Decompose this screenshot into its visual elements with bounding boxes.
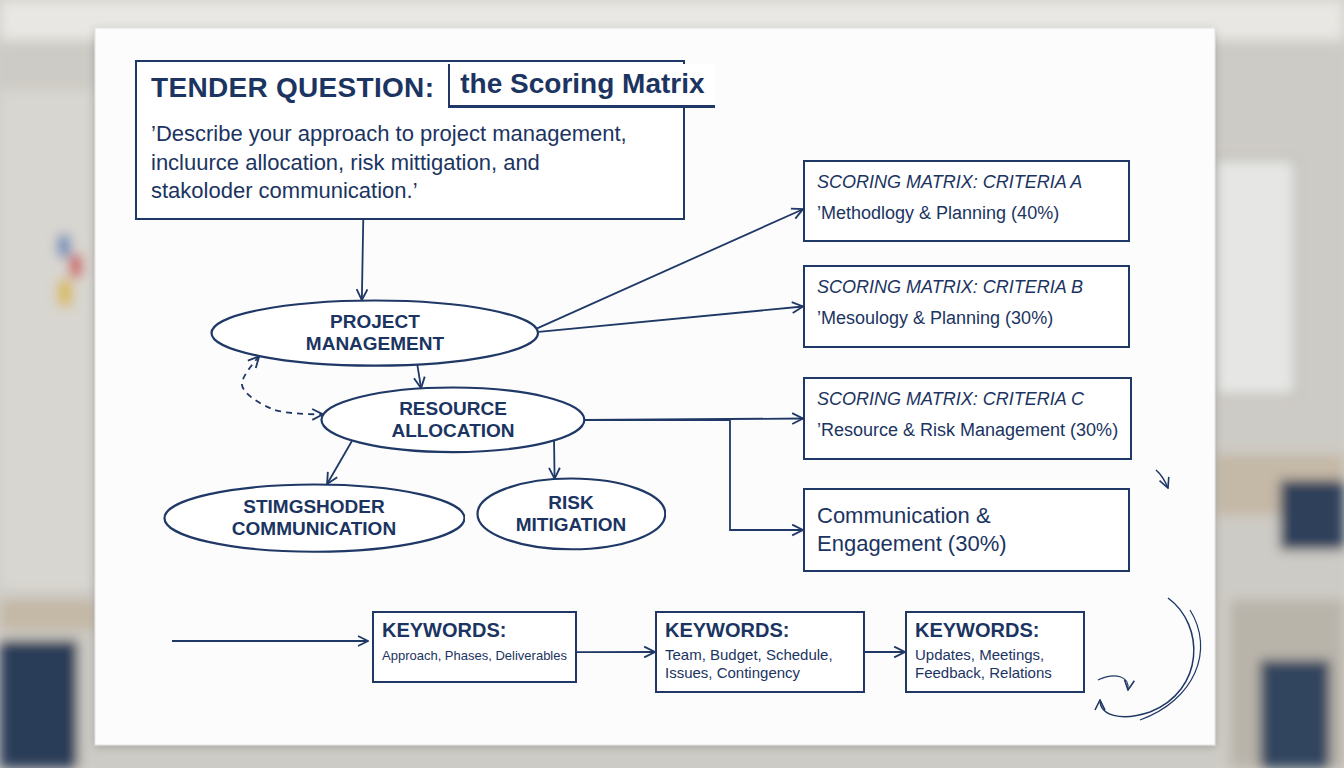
criteria-box: Communication & Engagement (30%) (803, 488, 1130, 572)
process-label: RESOURCE ALLOCATION (373, 398, 533, 442)
ellipse-outline (322, 388, 585, 453)
keywords-heading: KEYWORDS: (665, 619, 855, 642)
poster (58, 235, 70, 257)
criteria-text: ’Mesoulogy & Planning (30%) (817, 308, 1116, 329)
whiteboard (95, 28, 1215, 745)
keywords-text: Approach, Phases, Deliverables (382, 648, 567, 664)
keywords-box: KEYWORDS: Team, Budget, Schedule, Issues,… (655, 611, 865, 693)
desk (0, 600, 95, 630)
keywords-heading: KEYWORDS: (915, 619, 1075, 642)
connector-arrow (362, 220, 363, 300)
connector-arrow (553, 441, 555, 479)
floor (1230, 600, 1344, 768)
ellipse-outline (477, 479, 665, 550)
chair (1280, 480, 1344, 550)
scribble-arrow (1156, 470, 1168, 488)
process-label: RISK MITIGATION (508, 492, 633, 536)
criteria-box: SCORING MATRIX: CRITERIA A ’Methodlogy & … (803, 160, 1130, 242)
connector-arrow (417, 365, 421, 388)
criteria-text: ’Methodlogy & Planning (40%) (817, 203, 1116, 224)
question-heading: TENDER QUESTION: (151, 72, 434, 104)
dashed-connector (242, 356, 323, 414)
criteria-heading: SCORING MATRIX: CRITERIA A (817, 172, 1116, 193)
connector-arrow (865, 651, 905, 653)
criteria-heading: SCORING MATRIX: CRITERIA C (817, 389, 1118, 410)
chair (0, 640, 78, 768)
keywords-text: Team, Budget, Schedule, Issues, Continge… (665, 646, 855, 682)
poster (70, 255, 82, 277)
process-ellipse: STIMGSHODER COMMUNICATION (163, 483, 466, 553)
poster (58, 280, 72, 306)
connector-arrow (539, 307, 803, 332)
scribble-arrow (1100, 598, 1194, 717)
question-text: ’Describe your approach to project manag… (151, 120, 641, 206)
process-ellipse: RISK MITIGATION (476, 477, 667, 551)
scribble-arrow (1098, 676, 1128, 690)
criteria-box: SCORING MATRIX: CRITERIA C ’Resource & Ri… (803, 377, 1132, 460)
keywords-heading: KEYWORDS: (382, 619, 567, 642)
connector-arrow (577, 651, 655, 653)
connector-arrow (327, 441, 352, 484)
scribble-line (1140, 610, 1201, 720)
lead-in-arrow (172, 640, 368, 642)
side-board (1215, 160, 1295, 395)
left-wall (0, 90, 95, 590)
criteria-heading: SCORING MATRIX: CRITERIA B (817, 277, 1116, 298)
question-box: TENDER QUESTION:the Scoring Matrix’Descr… (135, 60, 685, 220)
process-label: STIMGSHODER COMMUNICATION (219, 496, 409, 540)
process-ellipse: RESOURCE ALLOCATION (320, 386, 586, 454)
criteria-text: Communication & Engagement (30%) (817, 502, 1032, 557)
process-label: PROJECT MANAGEMENT (275, 311, 475, 355)
keywords-box: KEYWORDS: Updates, Meetings, Feedback, Re… (905, 611, 1085, 693)
matrix-heading: the Scoring Matrix (448, 64, 714, 108)
chair (1260, 660, 1330, 768)
process-ellipse: PROJECT MANAGEMENT (210, 299, 540, 367)
criteria-box: SCORING MATRIX: CRITERIA B ’Mesoulogy & P… (803, 265, 1130, 348)
keywords-box: KEYWORDS: Approach, Phases, Deliverables (372, 611, 577, 683)
criteria-text: ’Resource & Risk Management (30%) (817, 420, 1118, 441)
ellipse-outline (212, 300, 539, 365)
keywords-text: Updates, Meetings, Feedback, Relations (915, 646, 1075, 682)
ellipse-outline (164, 484, 464, 551)
